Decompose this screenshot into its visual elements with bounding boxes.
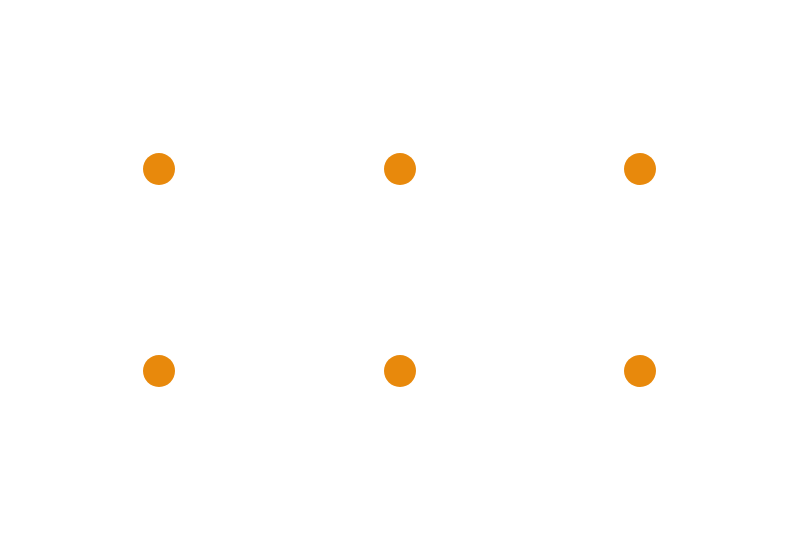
- dot-row2-col2: [384, 355, 416, 387]
- dot-row1-col1: [143, 153, 175, 185]
- dot-row1-col3: [624, 153, 656, 185]
- dot-row1-col2: [384, 153, 416, 185]
- dot-row2-col3: [624, 355, 656, 387]
- dot-row2-col1: [143, 355, 175, 387]
